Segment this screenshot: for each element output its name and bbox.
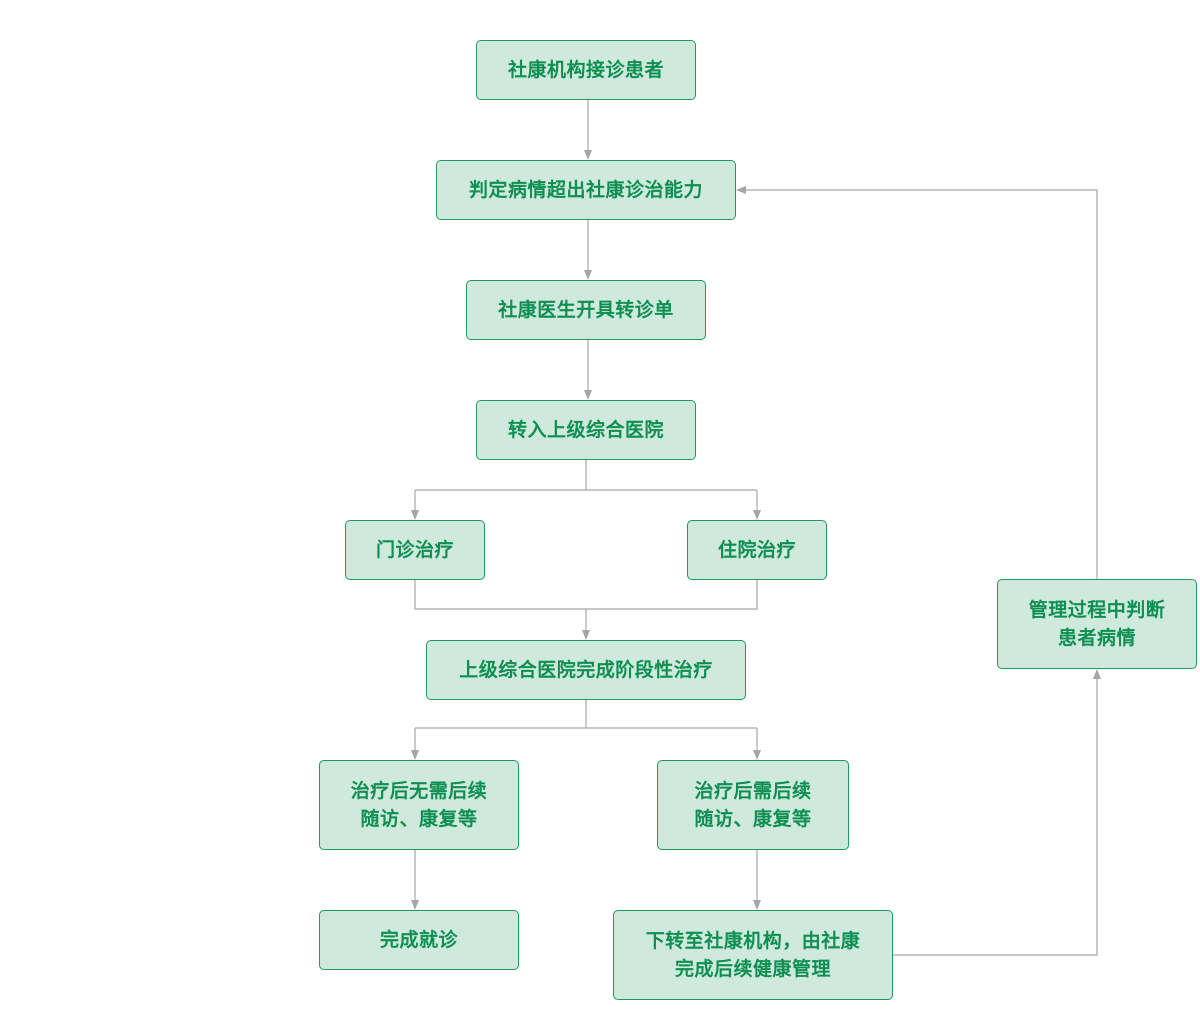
node-exceeds-capacity: 判定病情超出社康诊治能力 xyxy=(436,160,736,220)
node-assess-condition: 管理过程中判断 患者病情 xyxy=(997,579,1197,669)
node-label: 判定病情超出社康诊治能力 xyxy=(468,179,703,201)
node-transfer-upper-hospital: 转入上级综合医院 xyxy=(476,400,696,460)
node-label: 转入上级综合医院 xyxy=(507,419,664,441)
node-issue-referral: 社康医生开具转诊单 xyxy=(466,280,706,340)
node-inpatient-treatment: 住院治疗 xyxy=(687,520,827,580)
node-label: 社康医生开具转诊单 xyxy=(498,299,674,321)
node-label: 住院治疗 xyxy=(717,539,796,561)
connector-n7-split xyxy=(415,700,757,729)
arrow-n11-to-n12 xyxy=(893,669,1101,956)
node-community-receives-patient: 社康机构接诊患者 xyxy=(476,40,696,100)
node-label: 治疗后无需后续 随访、康复等 xyxy=(350,780,488,830)
node-label: 完成就诊 xyxy=(379,929,458,951)
node-label: 管理过程中判断 患者病情 xyxy=(1028,599,1166,649)
arrow-n12-to-n2 xyxy=(736,186,1098,579)
node-stage-treatment-complete: 上级综合医院完成阶段性治疗 xyxy=(426,640,746,700)
node-label: 社康机构接诊患者 xyxy=(507,59,664,81)
connector-n5-n6-merge xyxy=(414,580,758,610)
node-transfer-down-community: 下转至社康机构，由社康 完成后续健康管理 xyxy=(613,910,893,1000)
node-visit-complete: 完成就诊 xyxy=(319,910,519,970)
node-outpatient-treatment: 门诊治疗 xyxy=(345,520,485,580)
node-label: 治疗后需后续 随访、康复等 xyxy=(694,780,812,830)
node-no-followup-needed: 治疗后无需后续 随访、康复等 xyxy=(319,760,519,850)
node-label: 上级综合医院完成阶段性治疗 xyxy=(459,659,713,681)
node-followup-needed: 治疗后需后续 随访、康复等 xyxy=(657,760,849,850)
node-label: 门诊治疗 xyxy=(375,539,454,561)
node-label: 下转至社康机构，由社康 完成后续健康管理 xyxy=(645,930,861,980)
connector-n4-split xyxy=(415,460,757,491)
